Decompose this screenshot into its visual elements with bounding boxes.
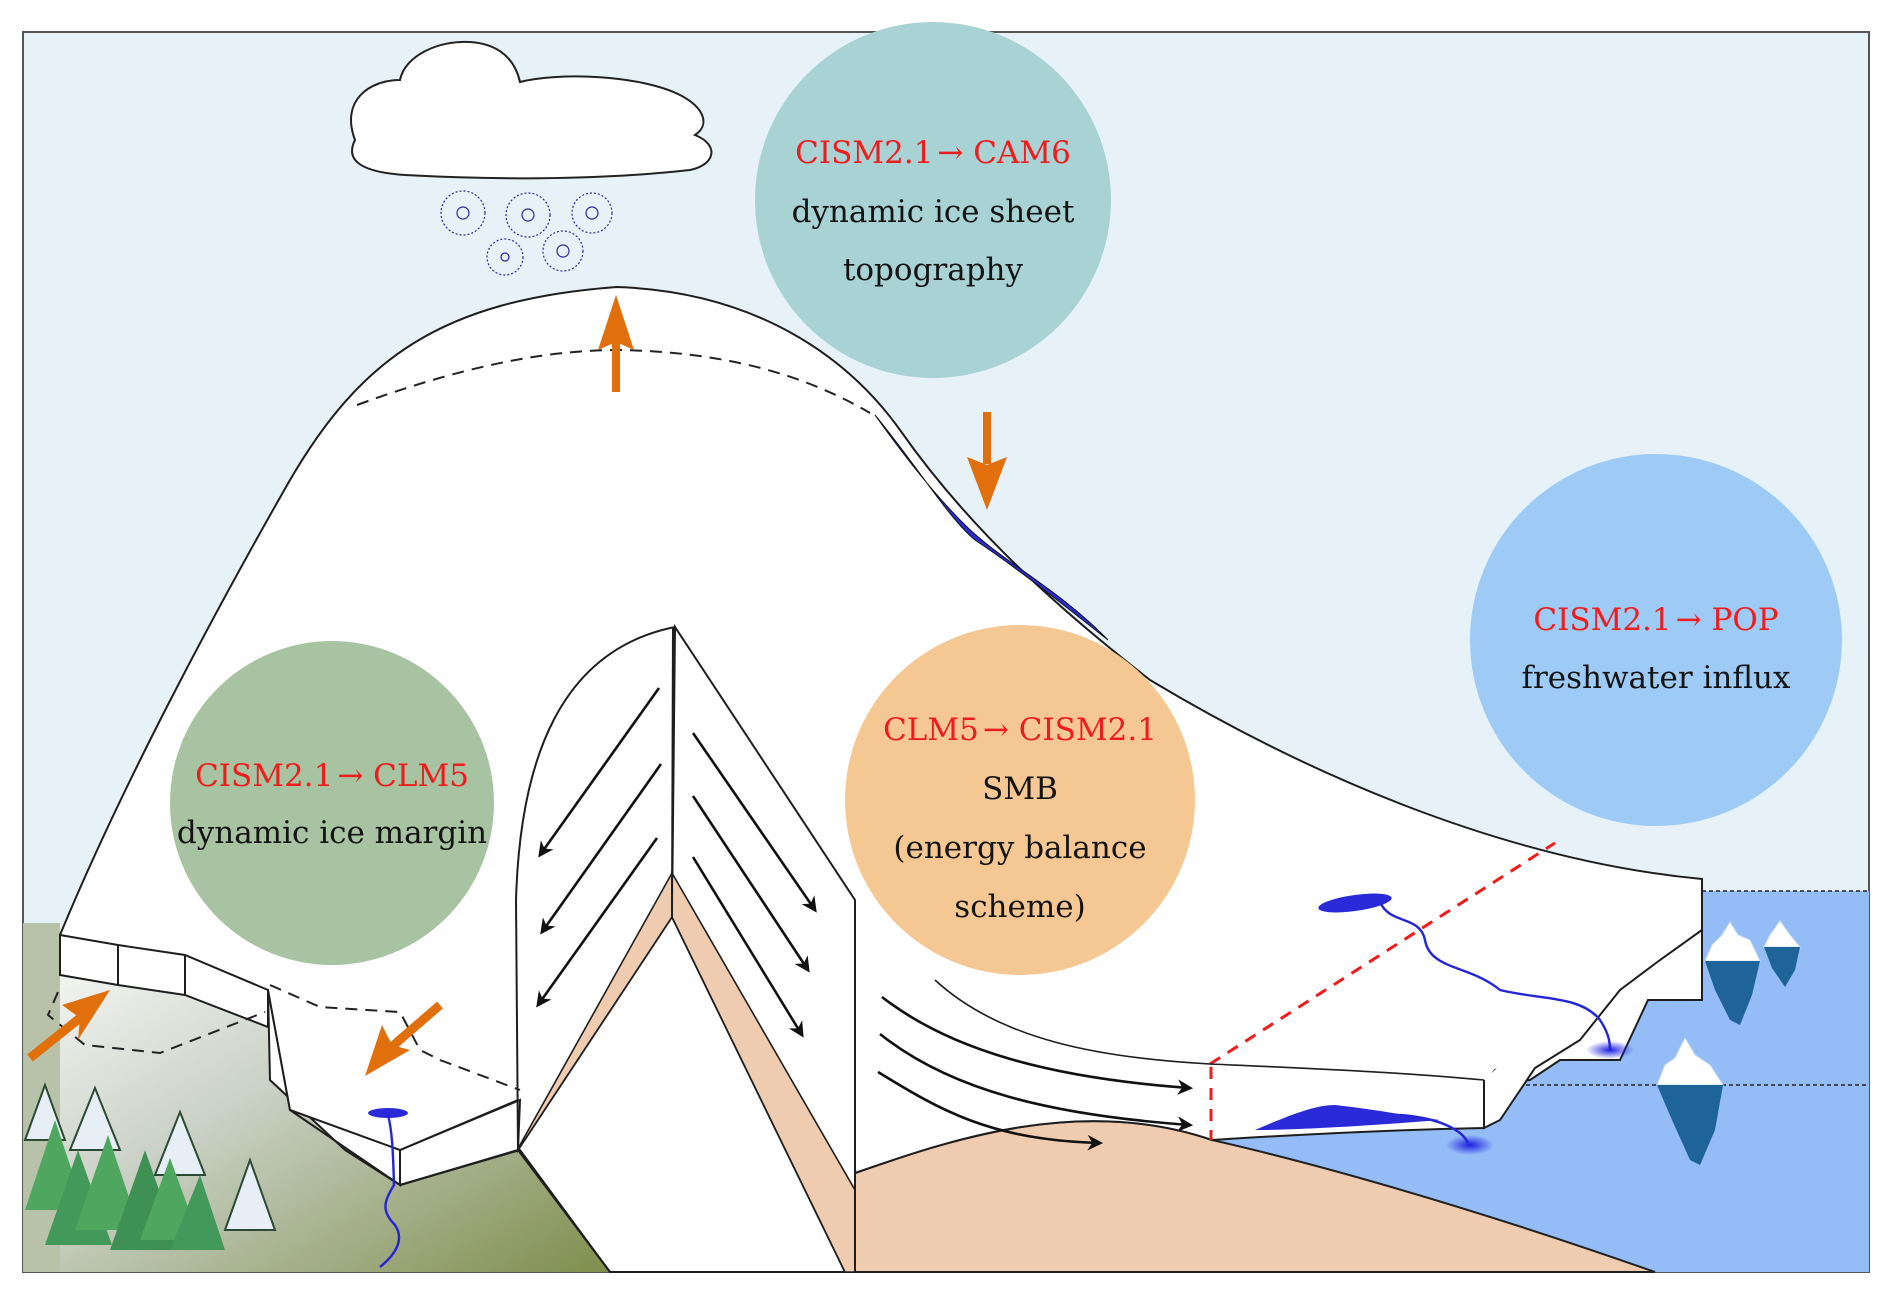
coupling-arrow-icon: → <box>337 758 373 794</box>
snowflake-icon <box>500 252 510 262</box>
snowflake-icon <box>542 230 584 272</box>
grounding-line-dashed <box>1209 841 1556 1066</box>
sub-shelf-melt <box>1255 1105 1440 1130</box>
supraglacial-lake-shelf <box>1318 893 1392 913</box>
ice-flow-arrows-stream <box>877 995 1194 1151</box>
coupling-arrow-icon: → <box>983 712 1019 748</box>
cross-section-center-edge <box>671 626 674 918</box>
feedback-arrow-retreat <box>365 1001 443 1076</box>
coupling-target: POP <box>1711 602 1778 638</box>
snowflake-icon <box>571 192 613 234</box>
snowflake-icon <box>486 238 524 276</box>
coupling-circle-atmosphere <box>755 22 1111 378</box>
snowy-tree-icon <box>153 1109 207 1176</box>
svg-text:CISM2.1 → POP: CISM2.1 → POP <box>1533 602 1778 638</box>
svg-text:CISM2.1 → CLM5: CISM2.1 → CLM5 <box>195 758 469 794</box>
flow-arrow <box>691 856 804 1038</box>
snowy-tree-icon <box>68 1085 122 1151</box>
snowflake-icon <box>440 190 486 236</box>
snowflake-icon <box>585 206 599 220</box>
supraglacial-lake-margin <box>368 1108 408 1118</box>
coupling-smb: CLM5 → CISM2.1 SMB (energy balance schem… <box>845 625 1195 975</box>
ice-flow-arrows-left <box>536 687 663 1008</box>
flow-arrow <box>691 732 817 913</box>
flow-arrow <box>877 1070 1104 1151</box>
coupling-arrow-icon: → <box>937 135 973 171</box>
surface-meltwater-slope <box>874 414 1109 641</box>
ice-shelf-front-face <box>1483 879 1703 1130</box>
ice-margin-front <box>267 989 519 1152</box>
coupling-description: SMB <box>982 771 1058 807</box>
meltwater-river-margin <box>379 1114 401 1268</box>
coupling-land: CISM2.1 → CLM5 dynamic ice margin <box>170 641 494 965</box>
iceberg-icon <box>1763 920 1802 987</box>
coupling-circle-ocean <box>1470 454 1842 826</box>
ice-stream-surface <box>934 979 1485 1081</box>
feedback-arrow-up <box>598 295 634 392</box>
ice-flow-arrows-right <box>691 732 817 1038</box>
coupling-source: CISM2.1 <box>195 758 333 794</box>
coupling-ocean: CISM2.1 → POP freshwater influx <box>1470 454 1842 826</box>
flow-arrow <box>536 837 659 1008</box>
cross-section-left-face <box>514 625 677 1154</box>
coupling-description: dynamic ice margin <box>177 815 487 851</box>
iceberg-icon <box>1656 1036 1724 1165</box>
former-margin-dashed <box>46 991 266 1055</box>
pine-tree-icon <box>170 1175 225 1250</box>
flow-arrow <box>540 763 663 935</box>
svg-text:CLM5 → CISM2.1: CLM5 → CISM2.1 <box>883 712 1157 748</box>
meltwater-channel-shelf <box>1378 901 1612 1051</box>
snowflake-icon <box>505 192 551 238</box>
coupling-arrow-icon: → <box>1676 602 1712 638</box>
coupling-target: CAM6 <box>973 135 1071 171</box>
melt-pool-ocean <box>1446 1135 1494 1155</box>
melt-pool-front <box>1586 1041 1634 1059</box>
meltwater-channel-subshelf <box>1399 1113 1470 1144</box>
coupling-target: CLM5 <box>373 758 469 794</box>
ice-margin-terrace <box>59 933 269 1029</box>
snowflake-icon <box>556 244 570 258</box>
coupling-source: CLM5 <box>883 712 979 748</box>
coupling-source: CISM2.1 <box>795 135 933 171</box>
pine-tree-icon <box>75 1135 140 1230</box>
cloud-icon <box>350 40 713 180</box>
feedback-arrow-down <box>967 412 1007 510</box>
coupling-source: CISM2.1 <box>1533 602 1671 638</box>
flow-arrow <box>879 1032 1194 1132</box>
iceberg-icon <box>1704 921 1761 1025</box>
coupling-description: scheme) <box>954 889 1085 925</box>
coupling-atmosphere: CISM2.1 → CAM6 dynamic ice sheet topogra… <box>755 22 1111 378</box>
forest <box>23 1082 277 1250</box>
flow-arrow <box>691 795 810 973</box>
flow-arrow <box>881 995 1194 1095</box>
coupling-description: topography <box>843 252 1024 288</box>
coupling-circle-smb <box>845 625 1195 975</box>
coupling-circle-land <box>170 641 494 965</box>
coupling-description: dynamic ice sheet <box>792 194 1075 230</box>
snowflake-icon <box>456 206 470 220</box>
flow-arrow <box>538 687 661 858</box>
snowflake-icon <box>521 208 535 222</box>
snowflakes <box>440 190 613 276</box>
former-margin-dashed-right <box>269 984 521 1091</box>
coupling-description: (energy balance <box>893 830 1146 866</box>
svg-text:CISM2.1 → CAM6: CISM2.1 → CAM6 <box>795 135 1071 171</box>
ice-margin-base <box>517 1149 611 1273</box>
coupling-description: freshwater influx <box>1521 660 1791 696</box>
feedback-arrow-advance <box>27 990 110 1062</box>
coupling-target: CISM2.1 <box>1019 712 1157 748</box>
snowy-tree-icon <box>223 1157 277 1231</box>
